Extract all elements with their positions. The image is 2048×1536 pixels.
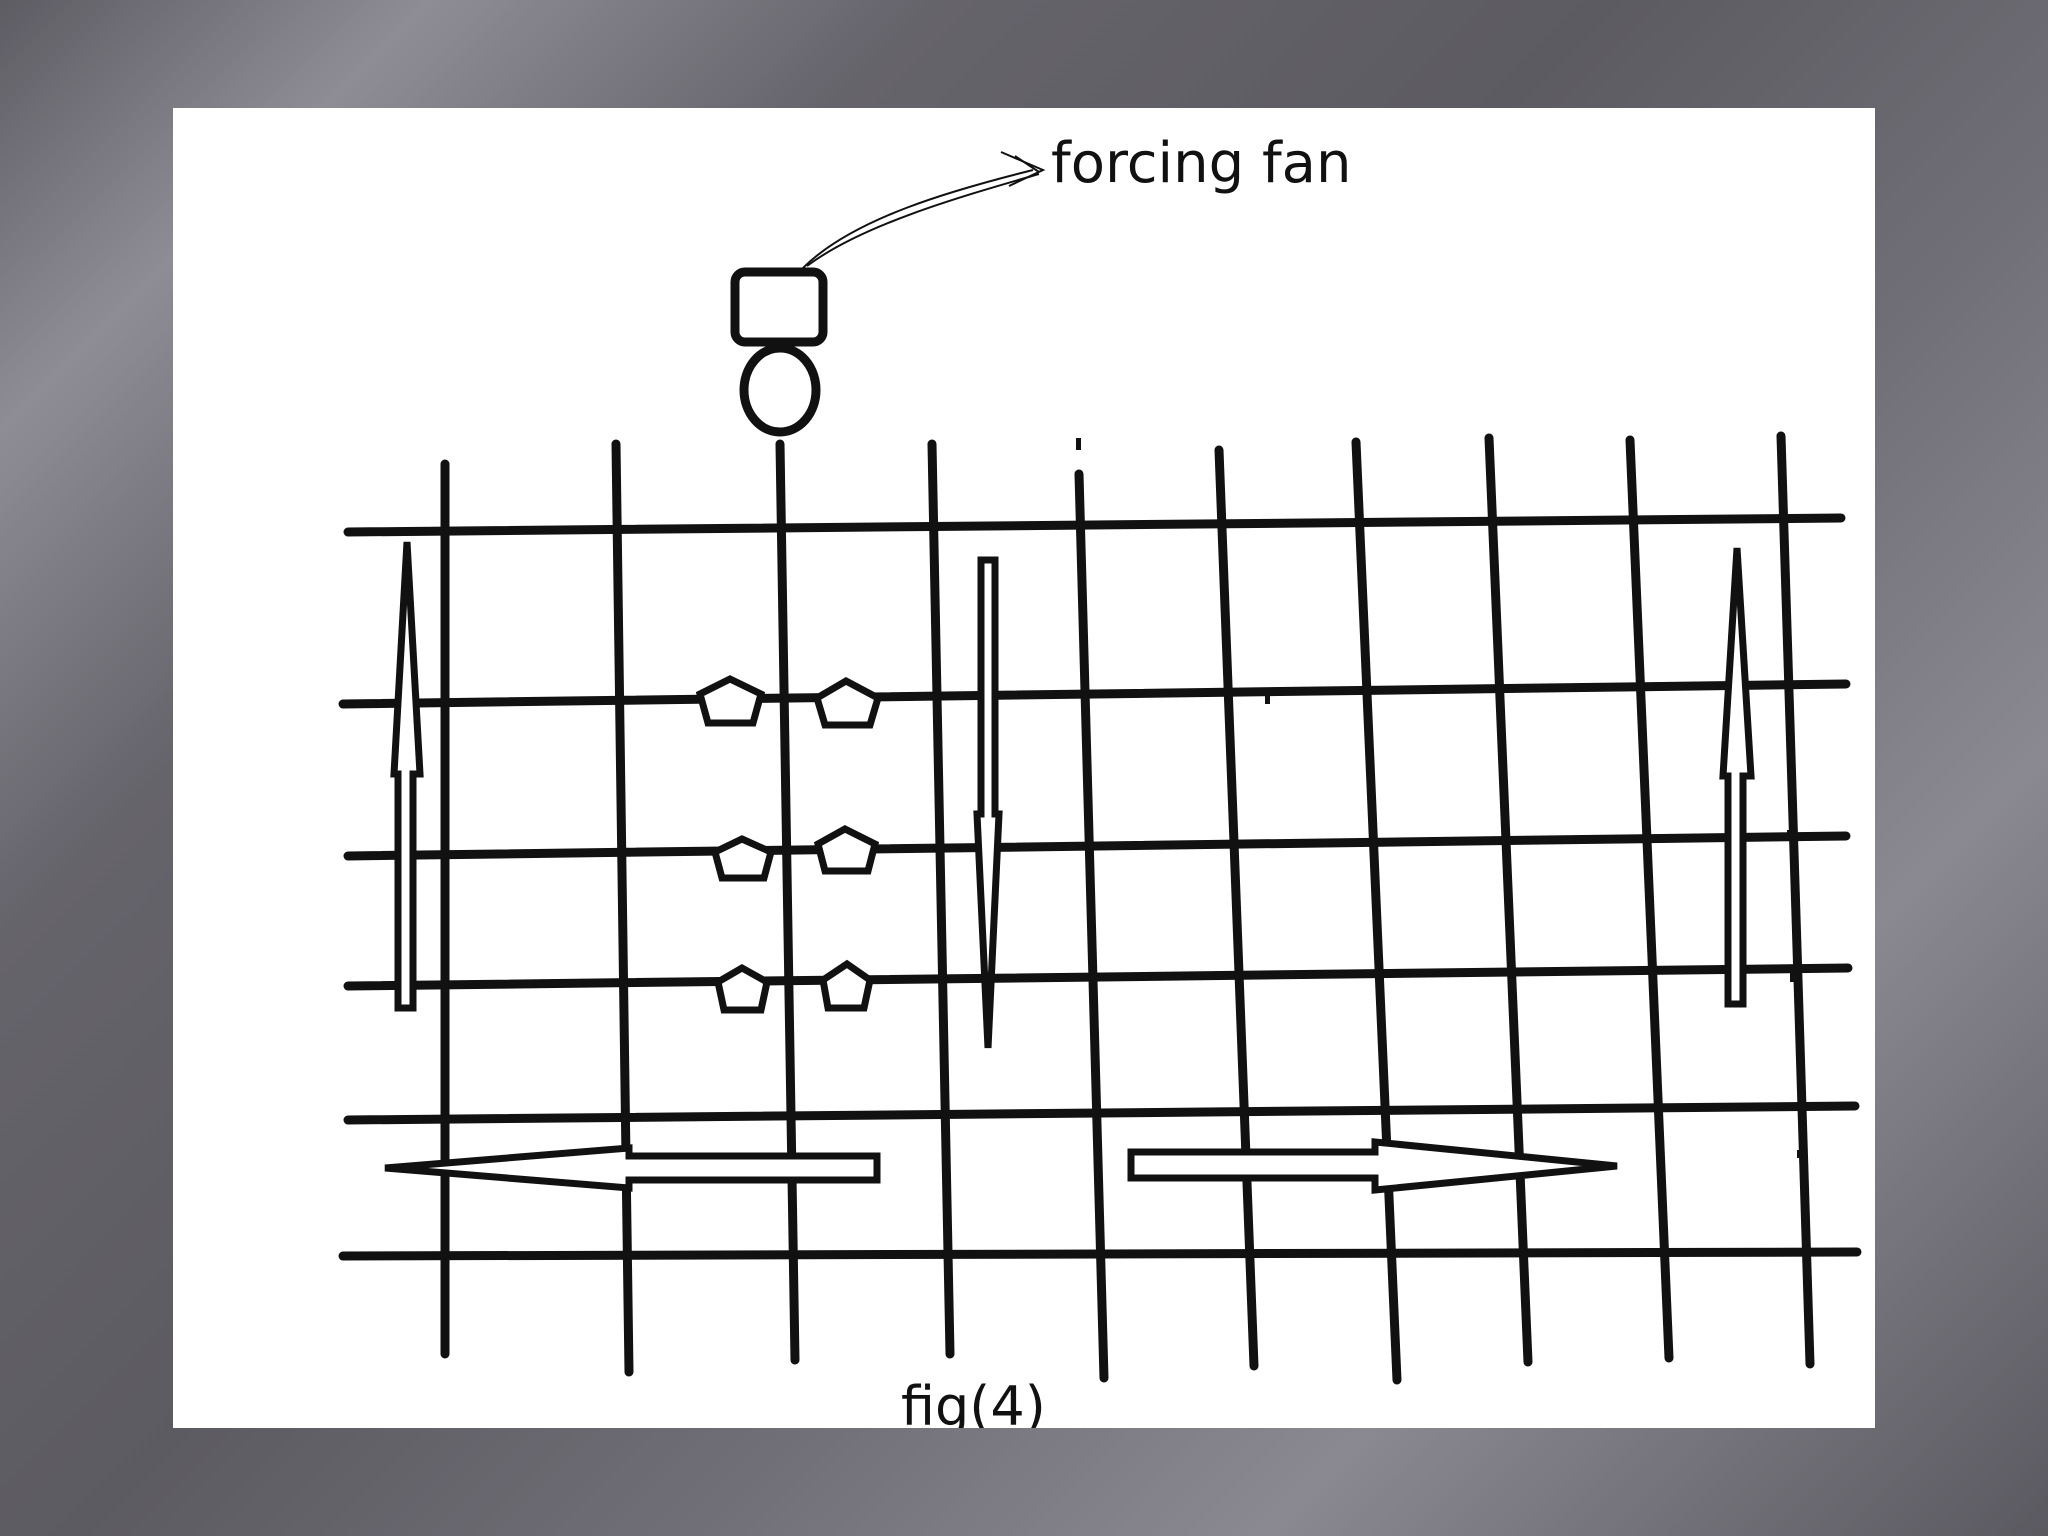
pentagon-marker [710, 835, 776, 882]
callout-arrow [802, 151, 1046, 269]
vertical-line [1074, 469, 1109, 1383]
fan-housing-shape [730, 267, 828, 347]
right-arrow-icon [1127, 1138, 1618, 1194]
forcing-fan-label: forcing fan [1051, 131, 1352, 196]
pentagon-marker [695, 675, 766, 727]
vertical-line [1351, 437, 1402, 1385]
horizontal-line [343, 1101, 1860, 1125]
pentagon-marker [812, 676, 883, 729]
down-arrow-icon [973, 556, 1003, 1049]
stray-mark [1076, 438, 1081, 450]
vertical-line [775, 439, 800, 1365]
stray-marks [1076, 438, 1802, 1158]
stray-mark [1780, 524, 1785, 534]
slide-canvas: forcing fan fig(4) [173, 108, 1875, 1428]
fan-rotor-shape [739, 343, 821, 437]
stray-mark [1790, 972, 1795, 982]
flow-arrows [384, 541, 1755, 1194]
vertical-line [927, 439, 955, 1359]
horizontal-line [338, 679, 1851, 709]
vertical-grid-lines [440, 431, 1815, 1385]
pentagon-marker [714, 963, 771, 1014]
forcing-fan-icon [730, 267, 828, 437]
airflow-grid-diagram [338, 151, 1862, 1385]
pentagon-markers [695, 675, 883, 1014]
stray-mark [1785, 676, 1790, 686]
vertical-line [1484, 433, 1533, 1367]
stray-mark [1787, 830, 1792, 840]
up-arrow-icon [390, 541, 424, 1012]
stray-mark [1797, 1150, 1802, 1158]
vertical-line [1214, 445, 1259, 1371]
vertical-line [1776, 431, 1815, 1369]
horizontal-line [343, 831, 1851, 861]
figure-caption: fig(4) [901, 1375, 1046, 1429]
pentagon-marker [813, 825, 880, 875]
up-arrow-icon [1719, 547, 1755, 1008]
left-arrow-icon [384, 1144, 881, 1192]
vertical-line [611, 439, 634, 1377]
horizontal-line [343, 513, 1846, 537]
stray-mark [1265, 692, 1270, 704]
vertical-line [1625, 435, 1674, 1363]
pentagon-marker [819, 959, 874, 1012]
horizontal-line [343, 963, 1853, 991]
